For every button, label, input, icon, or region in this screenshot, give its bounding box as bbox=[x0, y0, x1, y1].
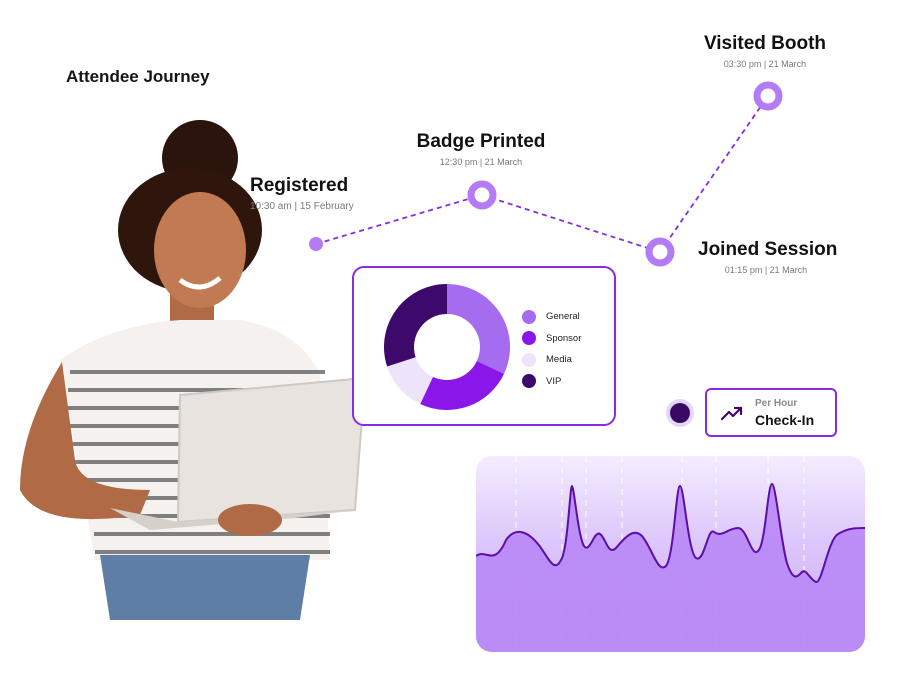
journey-connector-2 bbox=[481, 194, 661, 253]
milestone-joined-session: Joined Session 01:15 pm | 21 March bbox=[698, 239, 838, 275]
checkin-kpi-card: Per Hour Check-In bbox=[705, 388, 837, 437]
milestone-title: Joined Session bbox=[698, 239, 838, 260]
legend-item-media: Media bbox=[522, 349, 581, 371]
legend-swatch bbox=[522, 309, 536, 324]
milestone-registered: Registered 10:30 am | 15 February bbox=[250, 175, 354, 212]
donut-slice-vip bbox=[384, 284, 447, 367]
attendee-type-card: General Sponsor Media VIP bbox=[352, 266, 616, 426]
legend-item-vip: VIP bbox=[522, 371, 581, 393]
section-title: Attendee Journey bbox=[66, 67, 210, 86]
journey-dot-booth bbox=[753, 81, 783, 111]
attendee-type-donut bbox=[384, 284, 510, 410]
donut-slice-media bbox=[387, 357, 433, 405]
donut-legend: General Sponsor Media VIP bbox=[522, 306, 581, 392]
kpi-title: Check-In bbox=[755, 412, 815, 428]
milestone-title: Registered bbox=[250, 175, 349, 196]
wave-graphic bbox=[476, 456, 865, 652]
journey-dot-session bbox=[645, 237, 675, 267]
journey-connector-1 bbox=[315, 194, 483, 245]
status-dot bbox=[670, 403, 690, 423]
legend-label: General bbox=[546, 311, 580, 323]
journey-dot-badge bbox=[467, 180, 497, 210]
checkin-wave-chart bbox=[476, 456, 865, 652]
milestone-title: Badge Printed bbox=[416, 131, 546, 152]
milestone-visited-booth: Visited Booth 03:30 pm | 21 March bbox=[702, 33, 828, 69]
kpi-subtitle: Per Hour bbox=[755, 398, 798, 409]
legend-label: VIP bbox=[546, 375, 562, 387]
legend-label: Media bbox=[546, 354, 572, 366]
legend-item-general: General bbox=[522, 306, 581, 328]
legend-swatch bbox=[522, 374, 536, 389]
legend-item-sponsor: Sponsor bbox=[522, 328, 581, 350]
milestone-time: 10:30 am | 15 February bbox=[250, 201, 354, 212]
attendee-photo bbox=[0, 110, 380, 620]
trending-up-icon bbox=[721, 406, 743, 421]
legend-swatch bbox=[522, 352, 536, 367]
milestone-time: 01:15 pm | 21 March bbox=[724, 265, 808, 275]
legend-label: Sponsor bbox=[546, 332, 582, 344]
donut-slice-sponsor bbox=[420, 361, 505, 410]
milestone-time: 03:30 pm | 21 March bbox=[723, 59, 807, 69]
milestone-badge-printed: Badge Printed 12:30 pm | 21 March bbox=[414, 131, 548, 167]
milestone-title: Visited Booth bbox=[703, 33, 827, 54]
journey-dot-registered bbox=[309, 237, 323, 251]
milestone-time: 12:30 pm | 21 March bbox=[439, 157, 523, 167]
journey-connector-3 bbox=[659, 95, 769, 253]
legend-swatch bbox=[522, 331, 536, 346]
donut-slice-general bbox=[447, 284, 510, 374]
